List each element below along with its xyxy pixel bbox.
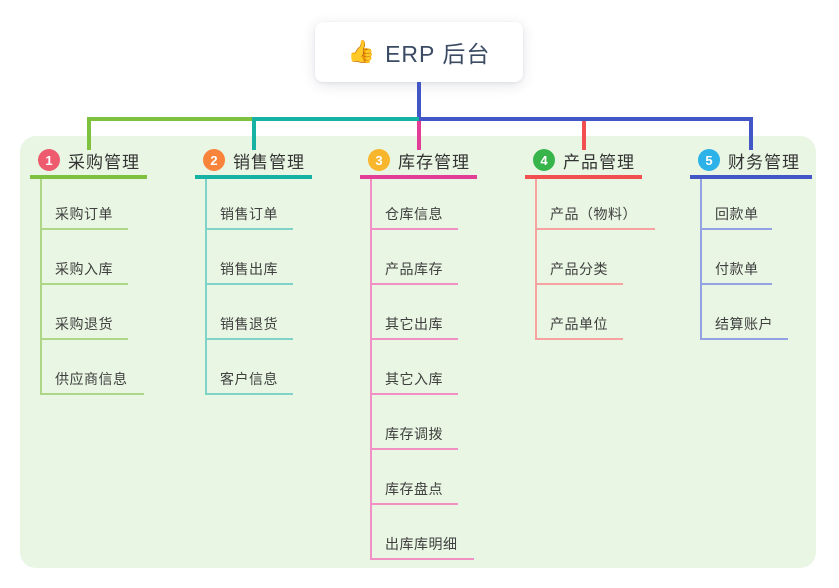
child-node-label[interactable]: 采购退货 [55,316,113,332]
connector-branch-drop [86,117,91,150]
thumbs-up-icon: 👍 [347,39,376,64]
child-underline [700,283,772,285]
child-node-label[interactable]: 出库库明细 [385,536,458,552]
child-node-label[interactable]: 产品库存 [385,261,443,277]
root-node-label: ERP 后台 [385,41,491,67]
child-underline [40,393,144,395]
branch-node[interactable]: 2 销售管理 [203,147,305,173]
connector-branch-drop [416,121,421,150]
child-node-label[interactable]: 采购入库 [55,261,113,277]
child-underline [700,228,772,230]
branch-number-badge: 5 [698,149,720,171]
branch-node[interactable]: 3 库存管理 [368,147,470,173]
child-underline [700,338,788,340]
branch-underline [690,175,812,179]
child-node-label[interactable]: 付款单 [715,261,759,277]
child-underline [370,228,458,230]
child-node-label[interactable]: 结算账户 [715,316,773,332]
branch-number-badge: 2 [203,149,225,171]
child-node-label[interactable]: 供应商信息 [55,371,128,387]
child-underline [40,283,128,285]
branch-node[interactable]: 4 产品管理 [533,147,635,173]
child-node-label[interactable]: 库存盘点 [385,481,443,497]
child-underline [370,558,474,560]
branch-node[interactable]: 1 采购管理 [38,147,140,173]
branch-child-spine [205,179,207,395]
connector-branch-drop [251,117,256,150]
child-underline [205,338,293,340]
connector-branch-drop [581,121,586,150]
child-node-label[interactable]: 仓库信息 [385,206,443,222]
branches-panel [20,136,816,568]
branch-child-spine [700,179,702,340]
connector-trunk-right [418,117,753,121]
connector-trunk-left [86,117,254,121]
child-node-label[interactable]: 库存调拨 [385,426,443,442]
child-node-label[interactable]: 产品单位 [550,316,608,332]
child-node-label[interactable]: 销售订单 [220,206,278,222]
child-underline [205,283,293,285]
branch-underline [30,175,147,179]
branch-label: 财务管理 [728,152,800,172]
child-underline [40,338,128,340]
branch-child-spine [370,179,372,560]
branch-number-badge: 3 [368,149,390,171]
branch-child-spine [535,179,537,340]
child-node-label[interactable]: 其它出库 [385,316,443,332]
connector-branch-drop [749,117,753,150]
child-underline [40,228,128,230]
connector-root-drop [417,82,421,121]
child-underline [535,338,623,340]
child-node-label[interactable]: 产品分类 [550,261,608,277]
branch-label: 产品管理 [563,152,635,172]
child-underline [205,393,293,395]
branch-label: 采购管理 [68,152,140,172]
child-node-label[interactable]: 销售退货 [220,316,278,332]
child-underline [535,228,655,230]
child-node-label[interactable]: 销售出库 [220,261,278,277]
branch-node[interactable]: 5 财务管理 [698,147,800,173]
child-underline [535,283,623,285]
child-underline [370,503,458,505]
child-node-label[interactable]: 回款单 [715,206,759,222]
child-underline [370,283,458,285]
branch-number-badge: 1 [38,149,60,171]
branch-child-spine [40,179,42,395]
child-node-label[interactable]: 客户信息 [220,371,278,387]
branch-underline [525,175,642,179]
child-underline [205,228,293,230]
child-node-label[interactable]: 其它入库 [385,371,443,387]
branch-label: 销售管理 [233,152,305,172]
branch-label: 库存管理 [398,152,470,172]
branch-underline [195,175,312,179]
child-node-label[interactable]: 采购订单 [55,206,113,222]
connector-trunk-middle [253,117,419,121]
child-node-label[interactable]: 产品（物料） [550,206,637,222]
child-underline [370,393,458,395]
child-underline [370,338,458,340]
branch-underline [360,175,477,179]
child-underline [370,448,458,450]
root-node[interactable]: 👍 ERP 后台 [315,22,523,82]
branch-number-badge: 4 [533,149,555,171]
